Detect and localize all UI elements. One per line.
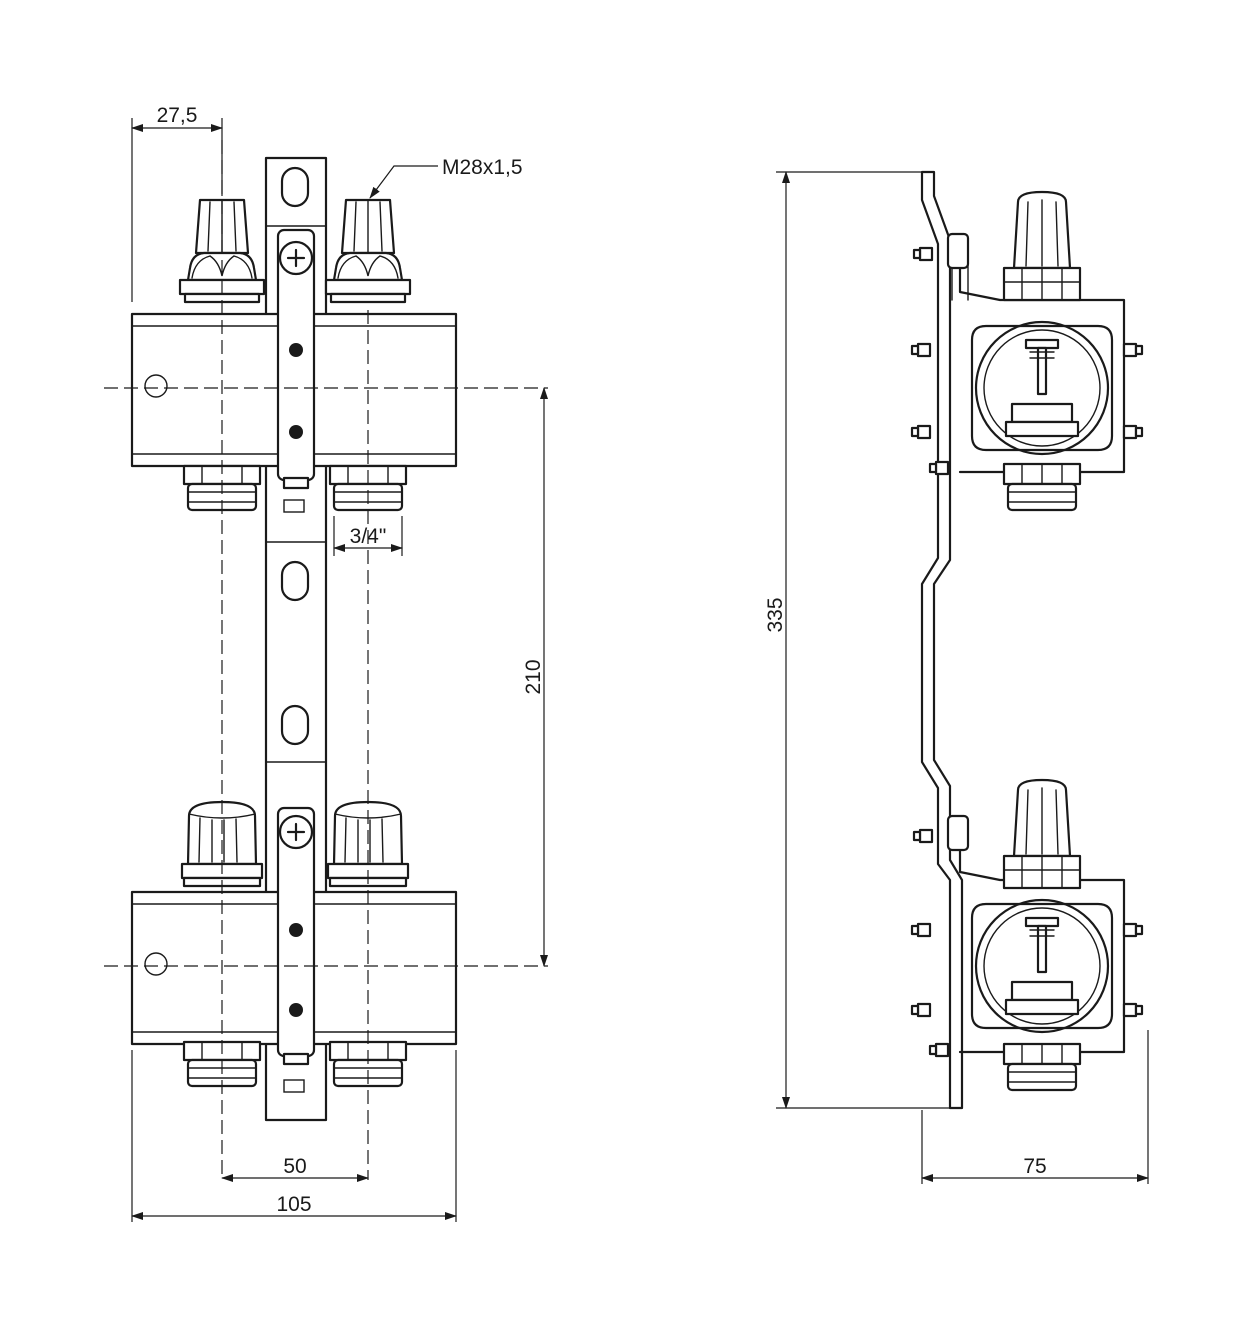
- dimension-bracket-height: 335: [764, 597, 787, 632]
- front-view: 27,5 M28x1,5 3/4" 210 50 105: [104, 104, 548, 1222]
- dimension-outlet-pitch: 50: [283, 1155, 306, 1178]
- side-supply-valve: [910, 190, 1144, 512]
- dimension-outlet-thread: 3/4": [350, 525, 387, 548]
- dimension-axis-distance: 210: [522, 659, 545, 694]
- side-view: 335 75: [764, 170, 1149, 1184]
- return-manifold: [130, 800, 458, 1088]
- supply-manifold: [130, 198, 458, 512]
- dimension-total-width: 105: [276, 1193, 311, 1216]
- side-bracket: [920, 170, 964, 1110]
- dimension-depth: 75: [1023, 1155, 1046, 1178]
- dimension-thread: M28x1,5: [442, 156, 523, 179]
- side-return-valve: [910, 778, 1144, 1092]
- dimension-knob-offset: 27,5: [157, 104, 198, 127]
